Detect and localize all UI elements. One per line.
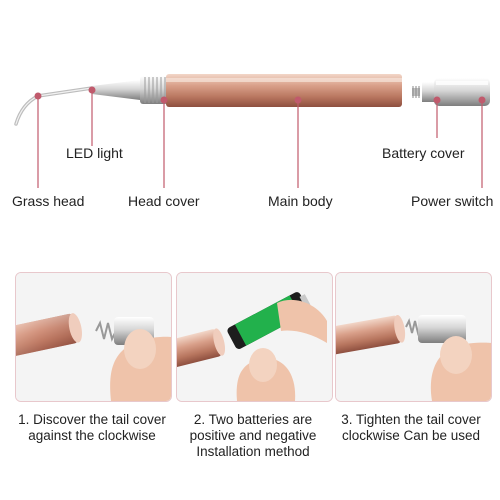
battery-cover-part bbox=[412, 78, 490, 106]
step-1-line-1: 1. Discover the tail cover bbox=[18, 412, 166, 427]
step-3-line-1: 3. Tighten the tail cover bbox=[341, 412, 481, 427]
grass-head-needle bbox=[14, 86, 94, 126]
callout-lines bbox=[37, 90, 483, 188]
step-2-line-3: Installation method bbox=[196, 444, 310, 459]
step-3-line-2: clockwise Can be used bbox=[341, 428, 481, 443]
step-3-image bbox=[335, 272, 492, 402]
step-1-image bbox=[15, 272, 172, 402]
label-power-switch: Power switch bbox=[411, 193, 494, 209]
label-battery-cover: Battery cover bbox=[382, 145, 465, 161]
main-body-tube bbox=[166, 74, 402, 107]
label-grass-head: Grass head bbox=[12, 193, 85, 209]
step-2-caption: 2. Two batteries are positive and negati… bbox=[170, 412, 336, 460]
label-led-light: LED light bbox=[66, 145, 123, 161]
step-1-caption: 1. Discover the tail cover against the c… bbox=[9, 412, 175, 444]
label-main-body: Main body bbox=[268, 193, 333, 209]
led-light-tip bbox=[92, 80, 140, 100]
label-head-cover: Head cover bbox=[128, 193, 200, 209]
step-3-caption: 3. Tighten the tail cover clockwise Can … bbox=[328, 412, 494, 444]
step-2-line-1: 2. Two batteries are bbox=[193, 412, 313, 427]
step-2-image bbox=[176, 272, 333, 402]
callout-dots bbox=[34, 86, 486, 104]
step-2-line-2: positive and negative bbox=[189, 428, 317, 443]
step-1-line-2: against the clockwise bbox=[28, 428, 156, 443]
